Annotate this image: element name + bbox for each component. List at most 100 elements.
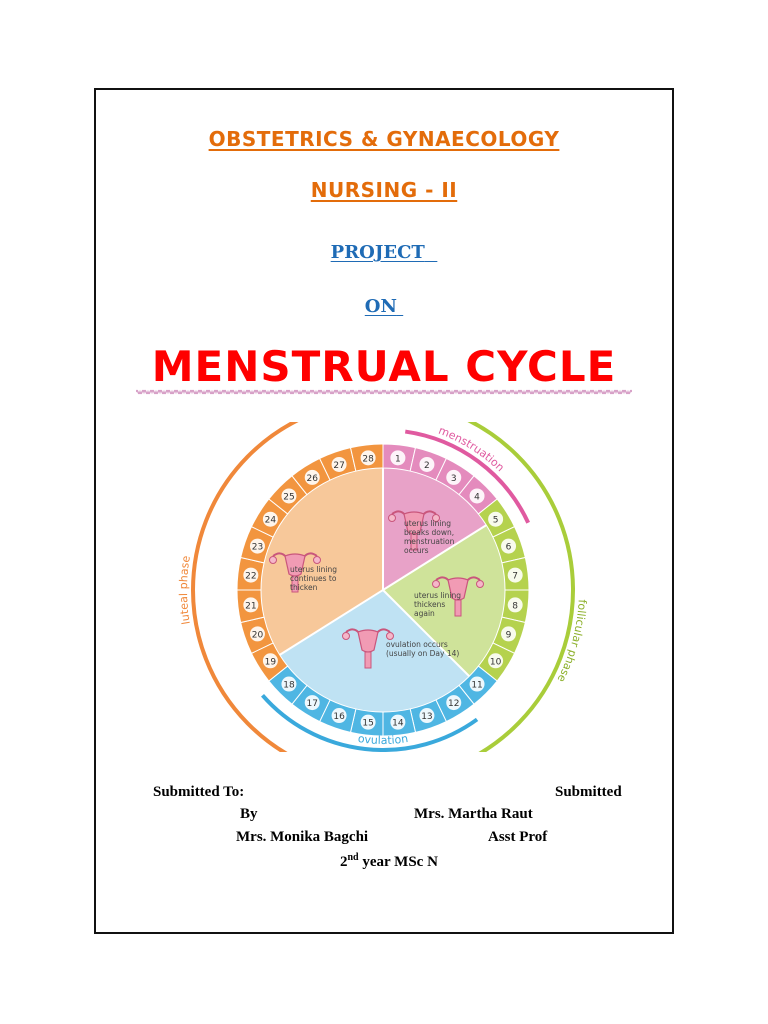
day-badge bbox=[446, 469, 462, 485]
day-number: 7 bbox=[512, 572, 518, 582]
ovulation-arc-label: ovulation bbox=[357, 732, 409, 747]
on-label: ON bbox=[364, 296, 397, 317]
day-number: 12 bbox=[448, 699, 459, 709]
menstruation-sector bbox=[383, 468, 487, 590]
day-badge bbox=[249, 538, 265, 554]
ovulation-arc bbox=[261, 693, 479, 752]
submitted-by-label-2: By bbox=[240, 806, 258, 822]
uterus-body bbox=[357, 629, 379, 653]
luteal-arc-label: luteal phase bbox=[178, 555, 193, 626]
project-label: PROJECT bbox=[330, 242, 425, 263]
uterus-icon-menstruation bbox=[388, 510, 440, 551]
day-number: 22 bbox=[245, 572, 256, 582]
day-number: 24 bbox=[265, 516, 277, 526]
luteal-outer-arc bbox=[191, 422, 299, 752]
day-badge bbox=[488, 653, 504, 669]
day-number: 23 bbox=[252, 543, 263, 553]
day-badge bbox=[304, 695, 320, 711]
day-badge bbox=[243, 597, 259, 613]
day-number: 17 bbox=[307, 699, 318, 709]
day-number: 18 bbox=[283, 681, 295, 691]
note-line: ovulation occurs bbox=[386, 640, 448, 649]
note-line: uterus lining bbox=[404, 519, 451, 528]
ovulation-sector bbox=[279, 590, 470, 712]
day-badge bbox=[469, 676, 485, 692]
sector-divider bbox=[279, 589, 384, 656]
cervix bbox=[410, 533, 418, 551]
note-line: again bbox=[414, 609, 435, 618]
ovary bbox=[313, 556, 321, 564]
submitter-year: 2nd year MSc N bbox=[340, 852, 438, 870]
day-number: 26 bbox=[307, 474, 319, 484]
note-line: breaks down, bbox=[404, 528, 454, 537]
cervix bbox=[291, 575, 299, 593]
ovary bbox=[386, 632, 394, 640]
subject-title-line2: NURSING - II bbox=[310, 178, 458, 202]
recipient-name: Mrs. Martha Raut bbox=[414, 806, 533, 822]
submitted-by-label-1: Submitted bbox=[555, 784, 622, 800]
day-badge bbox=[360, 450, 376, 466]
day-badge bbox=[249, 626, 265, 642]
day-badge bbox=[331, 708, 347, 724]
submitter-name: Mrs. Monika Bagchi bbox=[236, 829, 369, 845]
day-number: 10 bbox=[490, 657, 502, 667]
day-badge bbox=[501, 538, 517, 554]
day-number: 2 bbox=[424, 461, 430, 471]
day-ring: 1234567891011121314151617181920212223242… bbox=[236, 443, 530, 737]
main-title: MENSTRUAL CYCLE bbox=[151, 342, 617, 391]
day-badge bbox=[488, 511, 504, 527]
day-badge bbox=[419, 456, 435, 472]
day-badge bbox=[507, 597, 523, 613]
cervix bbox=[454, 599, 462, 617]
day-number: 28 bbox=[362, 454, 374, 464]
ovulation-note: ovulation occurs(usually on Day 14) bbox=[386, 640, 459, 658]
day-number: 11 bbox=[471, 681, 482, 691]
day-badge bbox=[469, 488, 485, 504]
day-number: 1 bbox=[395, 454, 401, 464]
menstruation-arc bbox=[404, 429, 530, 524]
day-badge bbox=[331, 456, 347, 472]
day-number: 16 bbox=[333, 712, 345, 722]
note-line: uterus lining bbox=[290, 565, 337, 574]
uterus-icons bbox=[269, 510, 484, 669]
subject-title-line1: OBSTETRICS & GYNAECOLOGY bbox=[208, 127, 560, 151]
uterus-icon-ovulation bbox=[342, 628, 394, 669]
sector-divider bbox=[382, 524, 487, 591]
cervix bbox=[364, 651, 372, 669]
uterus-body bbox=[284, 553, 306, 577]
note-line: menstruation bbox=[404, 537, 455, 546]
ovary bbox=[432, 514, 440, 522]
day-badge bbox=[390, 714, 406, 730]
submitted-to-label: Submitted To: bbox=[153, 784, 245, 800]
day-number: 14 bbox=[392, 719, 404, 729]
day-badge bbox=[281, 488, 297, 504]
day-number: 25 bbox=[283, 492, 294, 502]
uterus-body bbox=[403, 511, 425, 535]
day-badge bbox=[304, 469, 320, 485]
phase-sectors bbox=[261, 468, 505, 712]
ovary bbox=[476, 580, 484, 588]
follicular-outer-arc bbox=[467, 422, 575, 752]
day-number: 5 bbox=[493, 516, 499, 526]
day-badge bbox=[390, 450, 406, 466]
day-badge bbox=[360, 714, 376, 730]
day-number: 3 bbox=[451, 474, 457, 484]
uterus-body bbox=[447, 577, 469, 601]
day-number: 21 bbox=[245, 601, 256, 611]
note-line: uterus lining bbox=[414, 591, 461, 600]
day-badge bbox=[419, 708, 435, 724]
uterus-icon-follicular bbox=[432, 576, 484, 617]
day-number: 9 bbox=[506, 630, 512, 640]
day-number: 4 bbox=[474, 492, 480, 502]
note-line: occurs bbox=[404, 546, 429, 555]
day-badge bbox=[501, 626, 517, 642]
ovary bbox=[269, 556, 277, 564]
day-number: 13 bbox=[421, 712, 432, 722]
ovary bbox=[388, 514, 396, 522]
note-line: (usually on Day 14) bbox=[386, 649, 459, 658]
day-badge bbox=[262, 511, 278, 527]
